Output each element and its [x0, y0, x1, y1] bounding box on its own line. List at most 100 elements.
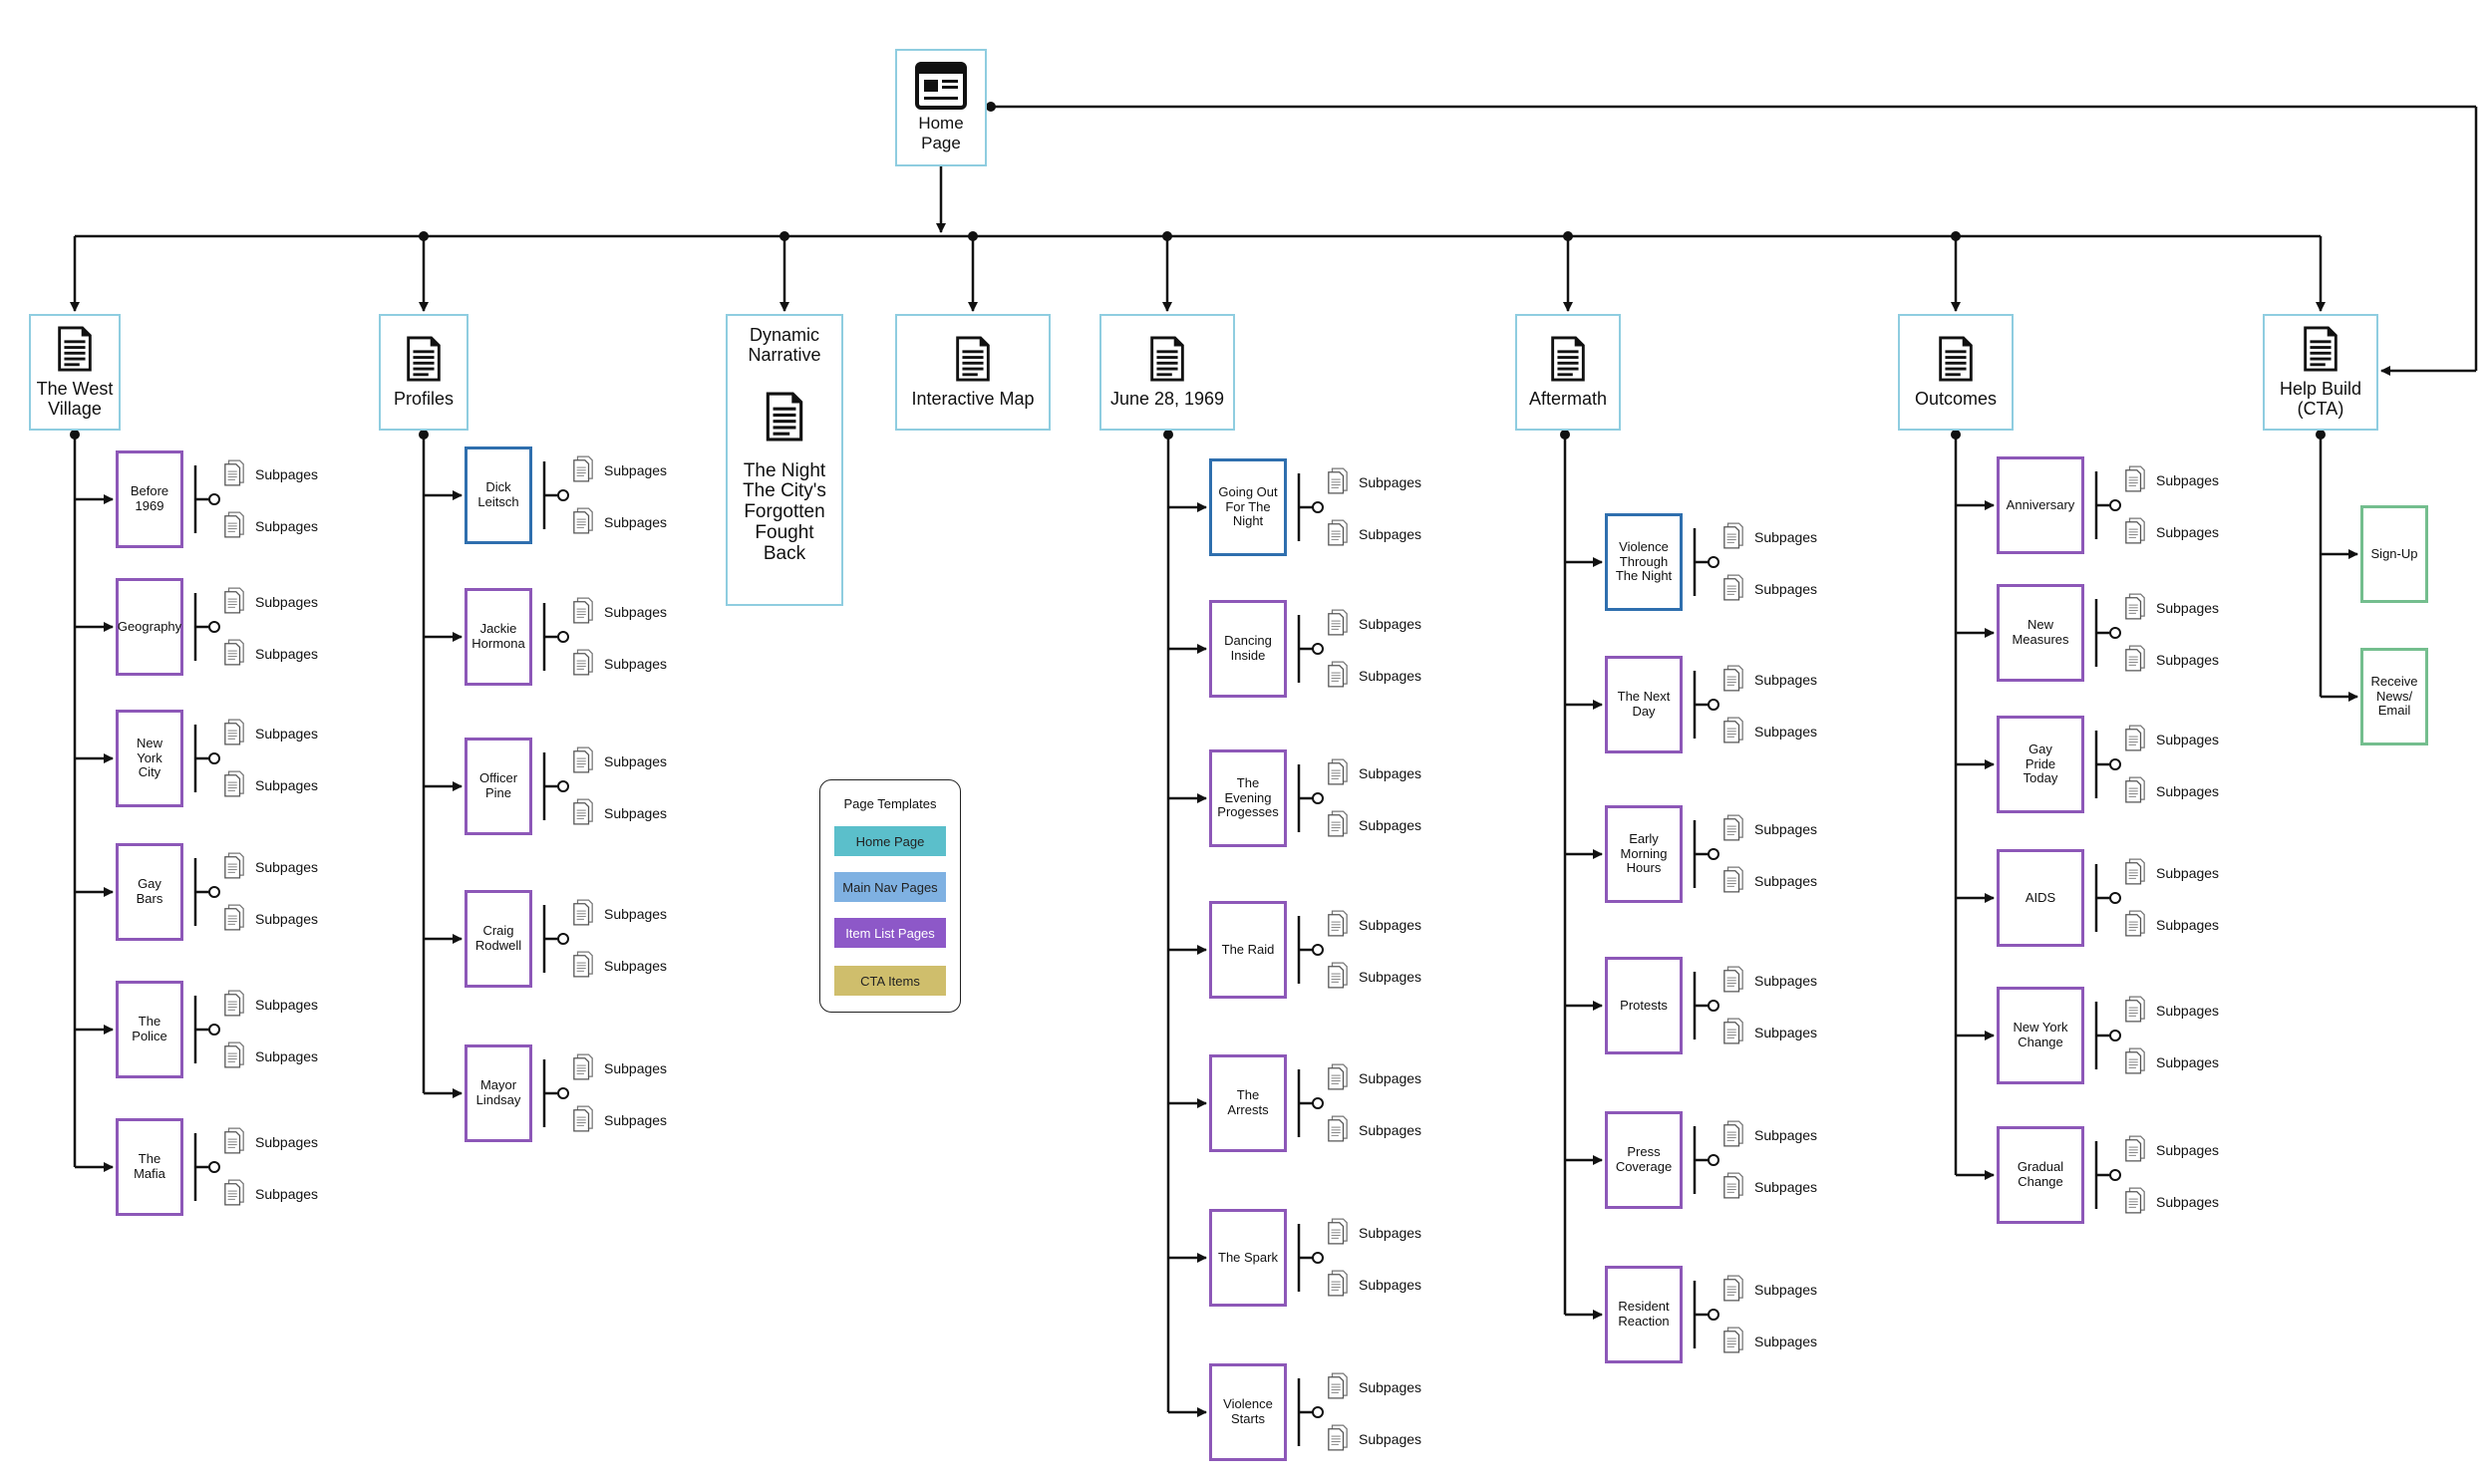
- subpages-label: Subpages: [2156, 782, 2220, 799]
- item-page-label: The Next Day: [1617, 689, 1671, 719]
- subpage-documents-icon: [1722, 965, 1744, 996]
- branch-ring: [557, 489, 569, 501]
- item-page-label: New York Change: [2013, 1020, 2068, 1049]
- subpages-label: Subpages: [1359, 968, 1422, 985]
- subpages-link: Subpages: [223, 638, 318, 669]
- subpages-link: Subpages: [223, 769, 318, 800]
- subpages-label: Subpages: [2156, 864, 2220, 881]
- subpages-label: Subpages: [2156, 1053, 2220, 1070]
- subpages-link: Subpages: [572, 596, 667, 627]
- subpages-label: Subpages: [604, 461, 668, 478]
- document-icon: [55, 326, 95, 372]
- item-page-label: Before 1969: [130, 483, 169, 513]
- subpage-documents-icon: [572, 797, 594, 828]
- subpages-label: Subpages: [255, 910, 319, 927]
- subpages-link: Subpages: [2124, 995, 2219, 1026]
- subpages-link: Subpages: [223, 851, 318, 882]
- subpages-label: Subpages: [604, 1111, 668, 1128]
- document-icon: [1548, 336, 1588, 382]
- subpages-label: Subpages: [2156, 1141, 2220, 1158]
- item-page-label: Craig Rodwell: [474, 923, 522, 953]
- subpage-documents-icon: [1327, 961, 1349, 992]
- subpage-documents-icon: [223, 769, 245, 800]
- subpages-label: Subpages: [1359, 1224, 1422, 1241]
- subpages-label: Subpages: [1359, 816, 1422, 833]
- subpages-link: Subpages: [2124, 909, 2219, 940]
- subpages-link: Subpages: [572, 745, 667, 776]
- branch-ring: [1708, 1154, 1719, 1166]
- subpages-label: Subpages: [255, 465, 319, 482]
- subpages-label: Subpages: [604, 905, 668, 922]
- subpage-documents-icon: [2124, 592, 2146, 623]
- item-page-node: The Arrests: [1209, 1054, 1287, 1152]
- subpages-link: Subpages: [1327, 518, 1421, 549]
- subpage-documents-icon: [1722, 1017, 1744, 1047]
- subpage-documents-icon: [2124, 644, 2146, 675]
- item-page-node: The Next Day: [1605, 656, 1683, 753]
- junction-dot: [1162, 231, 1172, 241]
- subpages-label: Subpages: [1754, 1281, 1818, 1298]
- subpages-link: Subpages: [572, 648, 667, 679]
- branch-ring: [208, 886, 220, 898]
- subpage-documents-icon: [223, 1126, 245, 1157]
- item-page-label: Anniversary: [2006, 496, 2075, 512]
- subpage-documents-icon: [1722, 865, 1744, 896]
- subpage-documents-icon: [2124, 857, 2146, 888]
- subpage-documents-icon: [1722, 573, 1744, 604]
- item-page-node: The Evening Progesses: [1209, 749, 1287, 847]
- subpages-label: Subpages: [1754, 1024, 1818, 1040]
- item-page-label: Receive News/ Email: [2370, 673, 2418, 719]
- item-page-label: Officer Pine: [478, 770, 518, 800]
- subpages-label: Subpages: [604, 513, 668, 530]
- subpages-link: Subpages: [1722, 1017, 1817, 1047]
- main-nav-label: The West Village: [36, 378, 114, 419]
- main-nav-label: Aftermath: [1528, 388, 1608, 409]
- home-page-label: Home Page: [918, 114, 964, 152]
- main-nav-label: Outcomes: [1914, 388, 1998, 409]
- branch-ring: [557, 933, 569, 945]
- subpages-link: Subpages: [223, 903, 318, 934]
- main-nav-outcomes: Outcomes: [1898, 314, 2014, 431]
- subpages-label: Subpages: [1359, 1430, 1422, 1447]
- legend-title: Page Templates: [843, 796, 937, 811]
- subpages-label: Subpages: [1754, 1178, 1818, 1195]
- subpages-label: Subpages: [1754, 1126, 1818, 1143]
- item-page-label: Violence Starts: [1223, 1396, 1273, 1426]
- item-page-label: Gradual Change: [2017, 1159, 2064, 1189]
- junction-dot: [1951, 231, 1961, 241]
- branch-ring: [1708, 848, 1719, 860]
- branch-ring: [1708, 1309, 1719, 1321]
- subpages-label: Subpages: [1359, 525, 1422, 542]
- subpage-documents-icon: [1327, 608, 1349, 639]
- subpage-documents-icon: [572, 596, 594, 627]
- item-page-label: Press Coverage: [1615, 1144, 1673, 1174]
- subpages-label: Subpages: [255, 645, 319, 662]
- subpage-documents-icon: [1722, 1274, 1744, 1305]
- subpage-documents-icon: [2124, 995, 2146, 1026]
- subpage-documents-icon: [572, 506, 594, 537]
- subpage-documents-icon: [223, 903, 245, 934]
- legend-main-nav-pages: Main Nav Pages: [834, 872, 946, 902]
- subpages-link: Subpages: [1722, 664, 1817, 695]
- legend-home-page-label: Home Page: [855, 833, 925, 849]
- subpages-label: Subpages: [255, 725, 319, 742]
- item-page-label: The Evening Progesses: [1217, 774, 1279, 820]
- subpages-label: Subpages: [2156, 471, 2220, 488]
- subpage-documents-icon: [1327, 757, 1349, 788]
- subpage-documents-icon: [1327, 1217, 1349, 1248]
- subpages-link: Subpages: [2124, 464, 2219, 495]
- subpages-link: Subpages: [223, 1040, 318, 1071]
- subpage-documents-icon: [572, 950, 594, 981]
- branch-ring: [1312, 1252, 1324, 1264]
- branch-ring: [208, 1161, 220, 1173]
- subpages-link: Subpages: [2124, 644, 2219, 675]
- subpages-label: Subpages: [255, 1047, 319, 1064]
- item-page-node: Dick Leitsch: [465, 446, 532, 544]
- subpage-documents-icon: [2124, 1186, 2146, 1217]
- subpages-label: Subpages: [1754, 972, 1818, 989]
- junction-dot: [968, 231, 978, 241]
- subpages-label: Subpages: [604, 752, 668, 769]
- item-page-node: Officer Pine: [465, 738, 532, 835]
- subpage-documents-icon: [2124, 516, 2146, 547]
- subpage-documents-icon: [572, 648, 594, 679]
